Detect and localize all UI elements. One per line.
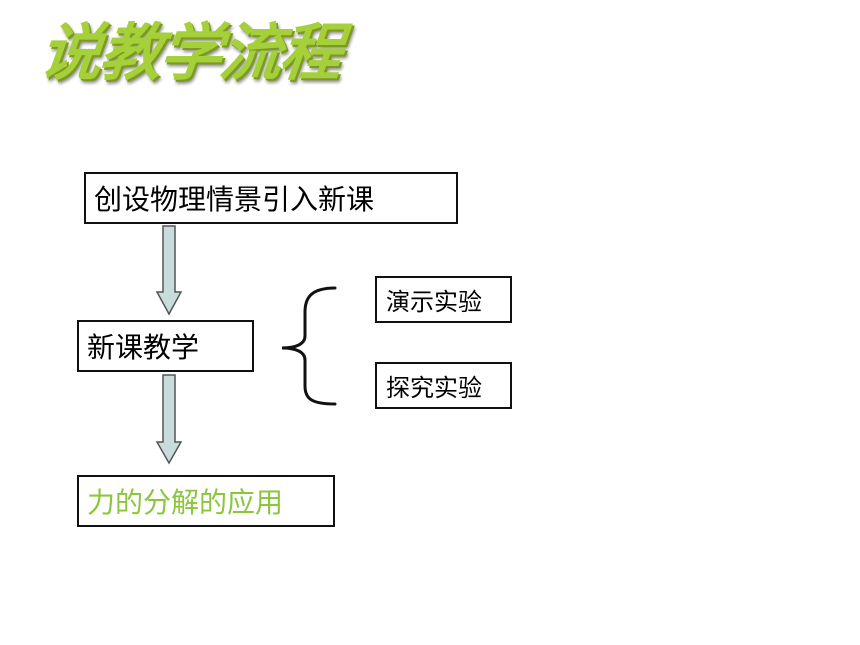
flow-step-teaching: 新课教学 bbox=[77, 320, 254, 372]
flow-step-application: 力的分解的应用 bbox=[77, 475, 335, 527]
branch-inquiry-experiment: 探究实验 bbox=[375, 362, 512, 409]
branch-demo-experiment: 演示实验 bbox=[375, 276, 512, 323]
flow-step-intro: 创设物理情景引入新课 bbox=[84, 172, 458, 224]
down-arrow-1 bbox=[155, 225, 183, 316]
curly-brace bbox=[281, 286, 337, 406]
down-arrow-2 bbox=[155, 374, 183, 465]
